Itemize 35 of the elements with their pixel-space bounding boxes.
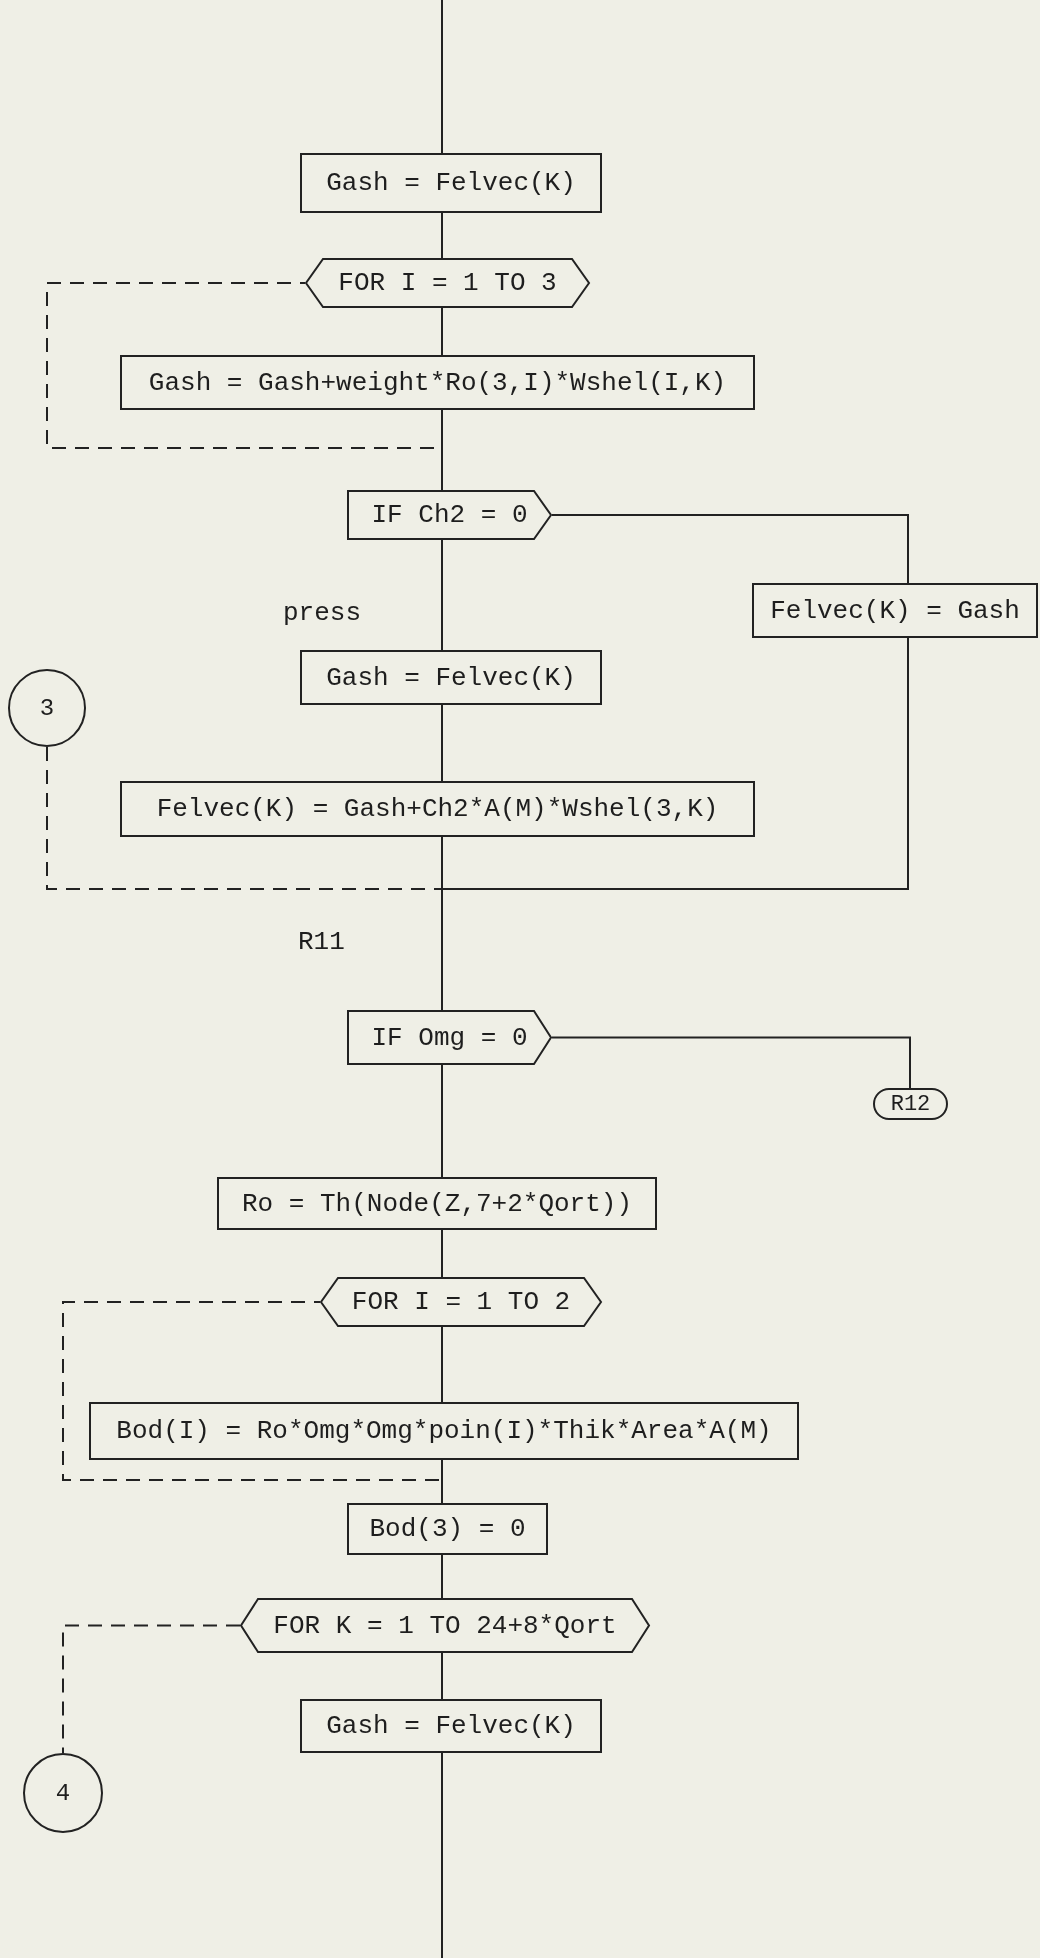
loop-hexagon: FOR I = 1 TO 2 <box>320 1277 602 1327</box>
connector-circle: 3 <box>8 669 86 747</box>
process-box: Gash = Gash+weight*Ro(3,I)*Wshel(I,K) <box>120 355 755 410</box>
connector-line <box>441 307 443 356</box>
process-box: Felvec(K) = Gash <box>752 583 1038 638</box>
decision-box: IF Omg = 0 <box>347 1010 552 1065</box>
process-box: Bod(3) = 0 <box>347 1503 548 1555</box>
process-box: Bod(I) = Ro*Omg*Omg*poin(I)*Thik*Area*A(M) <box>89 1402 799 1460</box>
process-box: Felvec(K) = Gash+Ch2*A(M)*Wshel(3,K) <box>120 781 755 837</box>
process-box: Gash = Felvec(K) <box>300 1699 602 1753</box>
dashed-loop-line <box>62 1624 241 1754</box>
connector-circle: 4 <box>23 1753 103 1833</box>
connector-line <box>441 0 443 154</box>
connector-line <box>441 1554 443 1599</box>
flow-label: R11 <box>298 927 345 957</box>
connector-line <box>441 1459 443 1504</box>
flow-label: press <box>283 598 361 628</box>
connector-line <box>441 1064 443 1178</box>
connector-line <box>441 704 443 782</box>
connector-line <box>441 1229 443 1278</box>
loop-hexagon: FOR K = 1 TO 24+8*Qort <box>240 1598 650 1653</box>
connector-line <box>441 409 443 491</box>
connector-line <box>551 514 909 584</box>
process-box: Gash = Felvec(K) <box>300 153 602 213</box>
connector-line <box>441 1652 443 1700</box>
connector-line <box>441 1326 443 1403</box>
loop-hexagon: FOR I = 1 TO 3 <box>305 258 590 308</box>
connector-line <box>551 1036 911 1089</box>
process-box: Ro = Th(Node(Z,7+2*Qort)) <box>217 1177 657 1230</box>
connector-line <box>441 212 443 259</box>
connector-line <box>441 539 443 651</box>
decision-box: IF Ch2 = 0 <box>347 490 552 540</box>
connector-line <box>441 1752 443 1958</box>
process-box: Gash = Felvec(K) <box>300 650 602 705</box>
terminator: R12 <box>873 1088 948 1120</box>
